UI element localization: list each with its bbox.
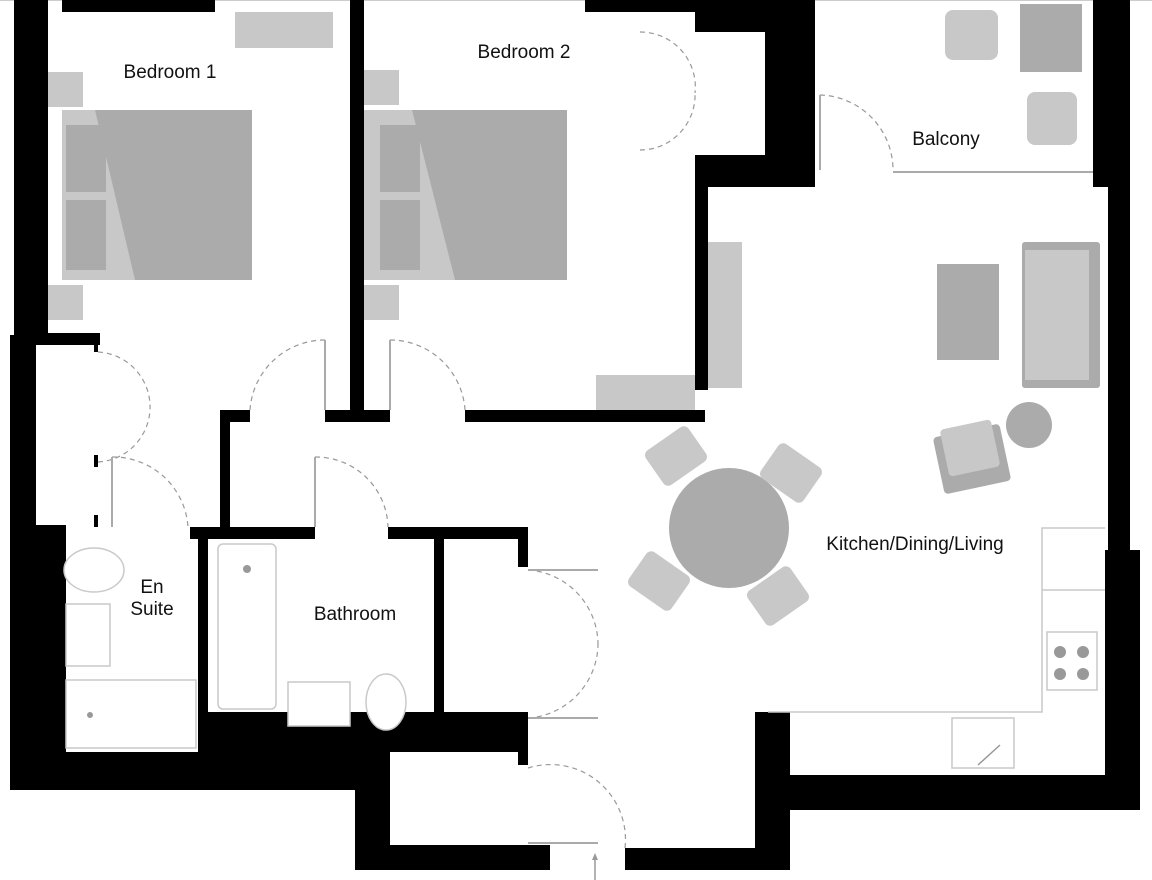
room-label-kitchen-dining-living: Kitchen/Dining/Living (826, 534, 1004, 555)
walls (10, 0, 1140, 870)
furniture (48, 4, 1100, 626)
bathroom-fixtures (63, 543, 407, 749)
room-label-bathroom: Bathroom (313, 604, 397, 625)
room-label-balcony: Balcony (912, 129, 980, 150)
room-label-bedroom-2: Bedroom 2 (477, 42, 571, 63)
room-label-en-suite: En Suite (130, 577, 174, 620)
room-label-bedroom-1: Bedroom 1 (123, 62, 217, 83)
kitchen-fixtures (768, 527, 1105, 769)
door-swings (97, 31, 1093, 880)
